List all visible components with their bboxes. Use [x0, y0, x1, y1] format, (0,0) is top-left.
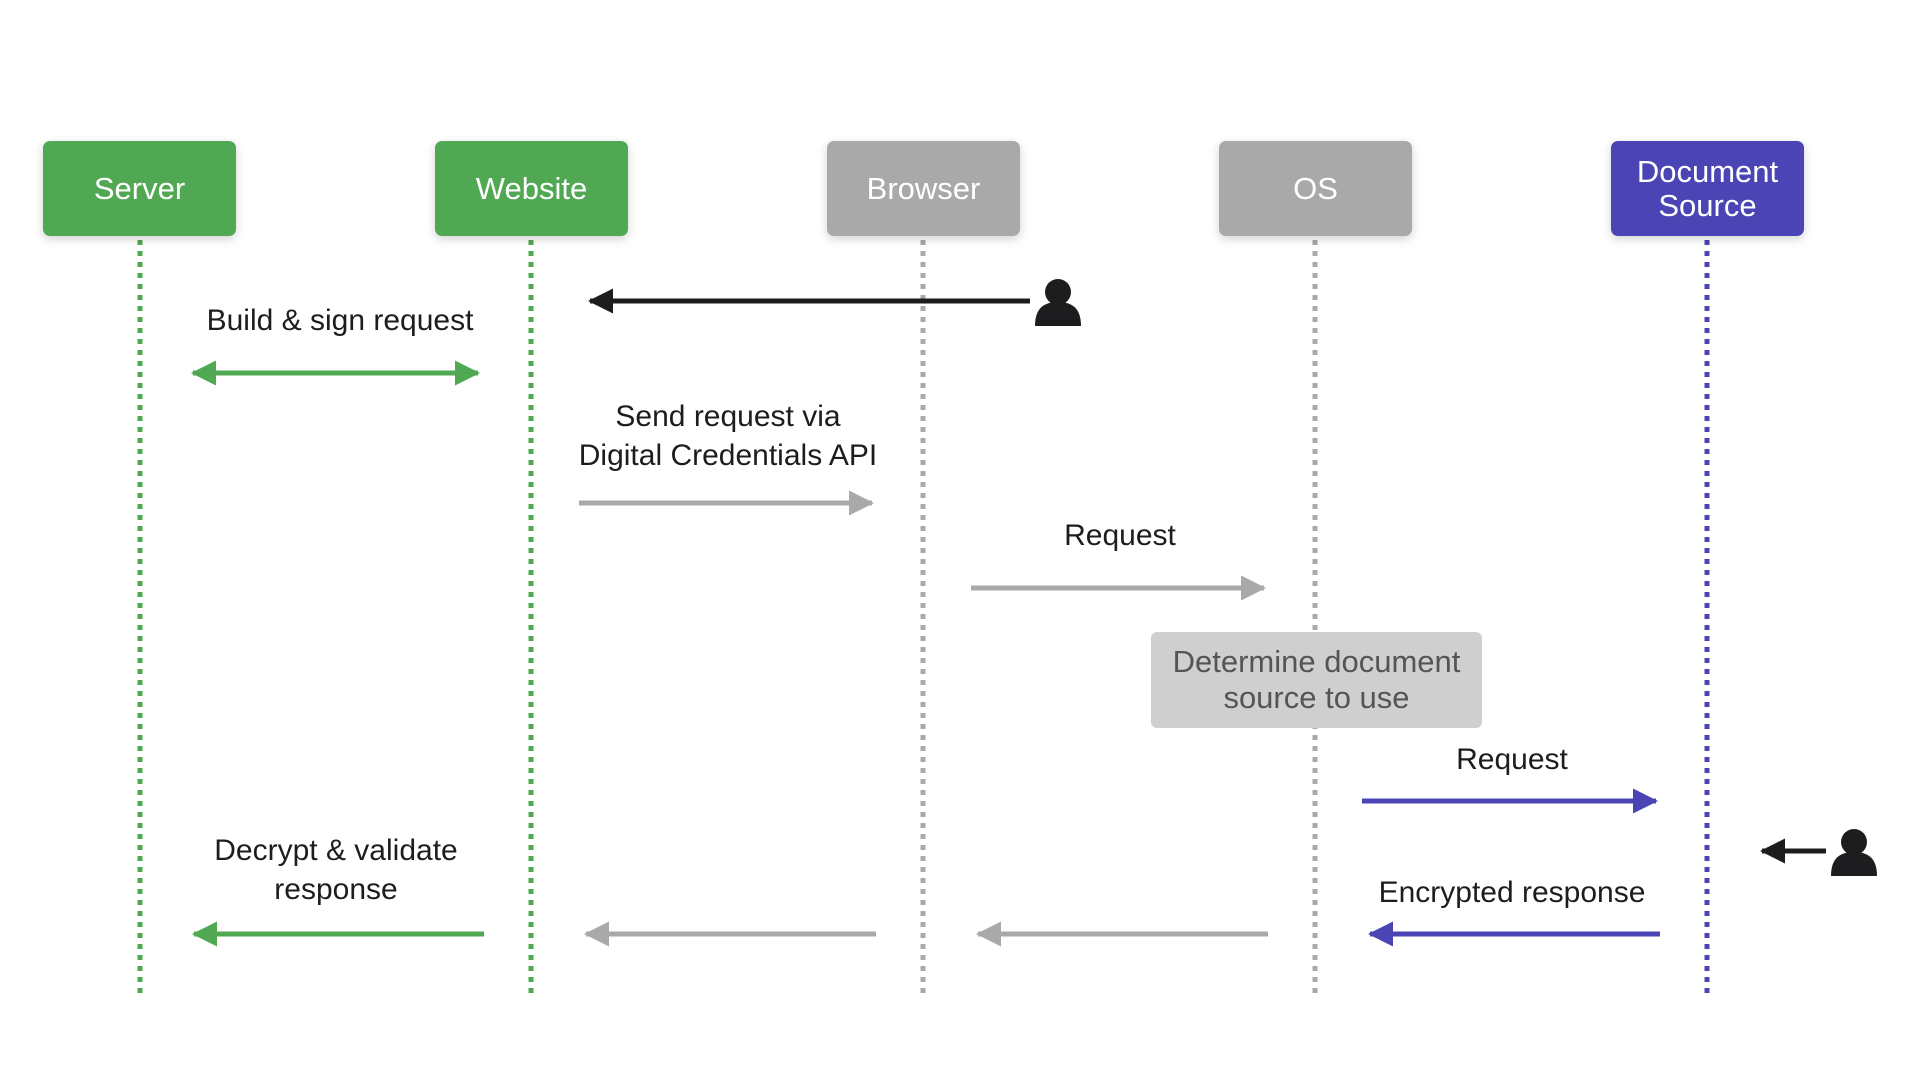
- person-icon: [1831, 829, 1877, 876]
- note-determine-source: Determine document source to use: [1151, 632, 1482, 728]
- actor-document-source: Document Source: [1611, 141, 1804, 236]
- message-label-request-document-source: Request: [1456, 743, 1568, 776]
- actor-server: Server: [43, 141, 236, 236]
- message-label-send-request: Send request via Digital Credentials API: [578, 400, 878, 472]
- message-label-encrypted-response: Encrypted response: [1378, 876, 1646, 909]
- actor-browser: Browser: [827, 141, 1020, 236]
- actor-os: OS: [1219, 141, 1412, 236]
- message-label-build-sign-request: Build & sign request: [206, 304, 474, 337]
- message-label-decrypt-validate: Decrypt & validate response: [214, 834, 458, 906]
- actor-website: Website: [435, 141, 628, 236]
- person-icon: [1035, 279, 1081, 326]
- message-label-request-os: Request: [1064, 519, 1176, 552]
